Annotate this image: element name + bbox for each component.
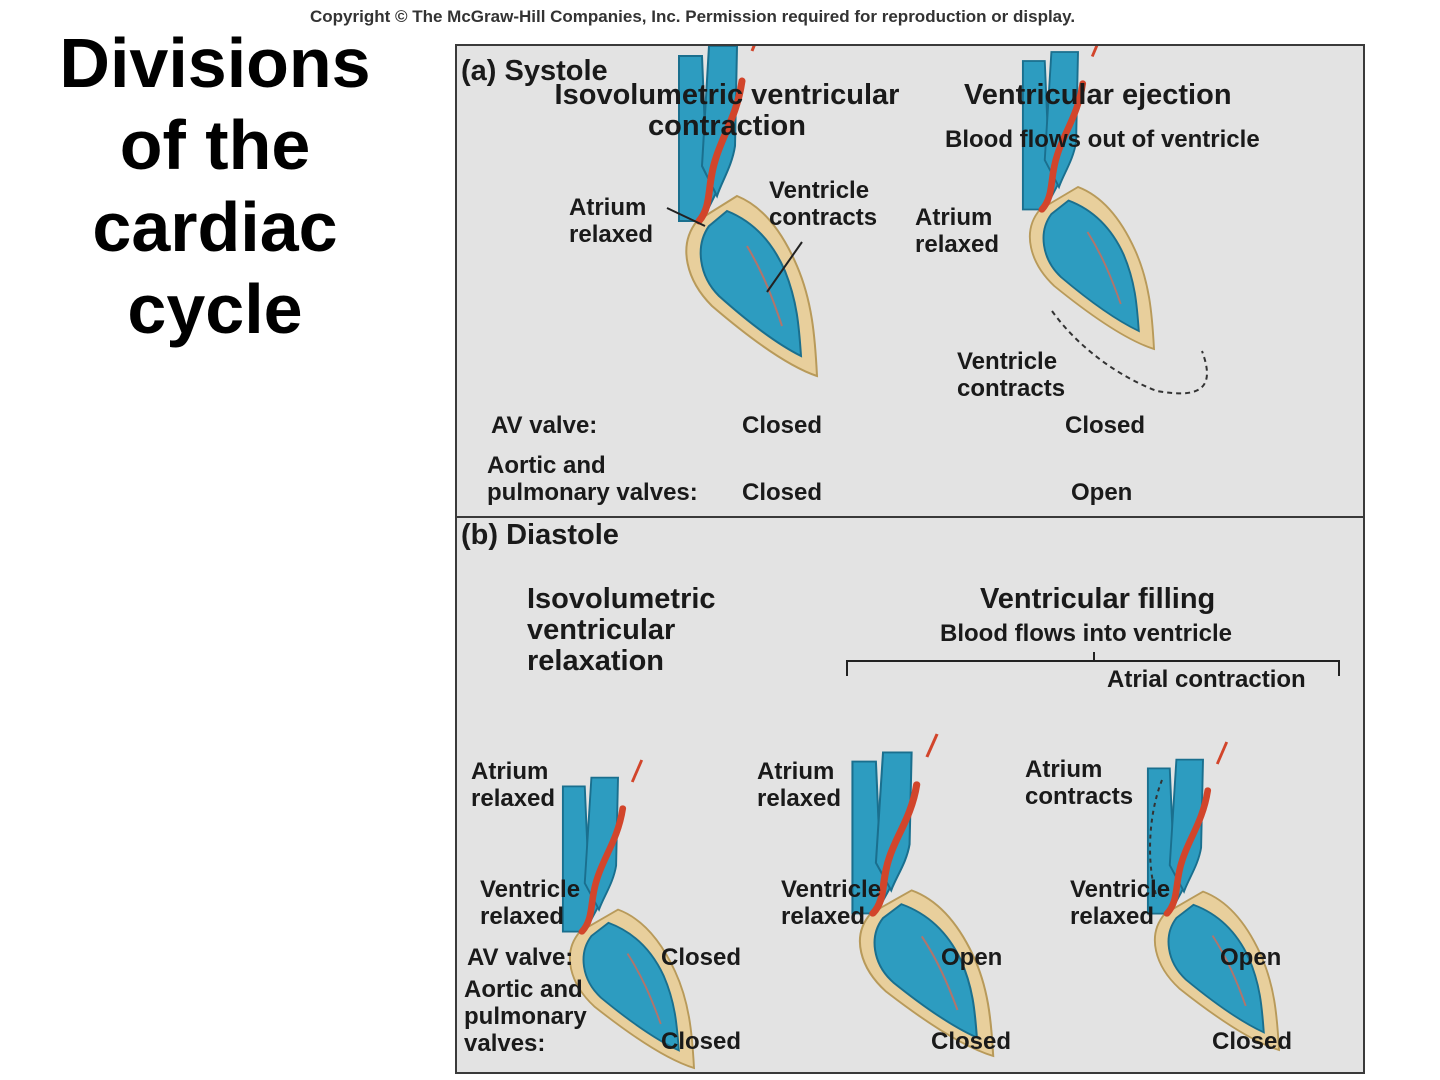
systole-semilunar-label: Aortic and pulmonary valves: (487, 452, 698, 506)
title-line: Isovolumetric ventricular (554, 79, 900, 111)
dashed-ventricle-outline (1051, 310, 1208, 395)
label-line: Ventricle (957, 348, 1058, 375)
label-line: Ventricle (1070, 876, 1171, 903)
systole-semilunar-value: Closed (742, 479, 823, 506)
label-line: Atrium (1025, 756, 1103, 783)
slide-title-line: of the (119, 106, 311, 184)
systole-phase1-title: Isovolumetric ventricular contraction (527, 80, 927, 142)
diastole-av-value: Open (1220, 944, 1282, 971)
diastole-heart3-atrium-label: Atrium contracts (1025, 756, 1133, 810)
systole-phase2-ventricle-label: Ventricle contracts (957, 348, 1065, 402)
label-line: Atrium (757, 758, 835, 785)
systole-phase1-atrium-label: Atrium relaxed (569, 194, 653, 248)
diastole-heart1-atrium-label: Atrium relaxed (471, 758, 555, 812)
label-line: Atrium (569, 194, 647, 221)
label-line: Aortic and (464, 976, 583, 1003)
label-line: contracts (957, 375, 1066, 402)
label-line: Atrium (471, 758, 549, 785)
title-line: Isovolumetric (527, 583, 716, 615)
diastole-phase1-title: Isovolumetric ventricular relaxation (527, 584, 716, 677)
label-line: relaxed (471, 785, 556, 812)
slide-title: Divisions of the cardiac cycle (20, 22, 410, 350)
label-line: Ventricle (769, 177, 870, 204)
diastole-phase2-title: Ventricular filling (980, 583, 1216, 615)
label-line: valves: (464, 1030, 546, 1057)
diastole-phase2-subtitle: Blood flows into ventricle (940, 620, 1233, 647)
slide-title-line: cycle (127, 270, 303, 348)
systole-semilunar-value: Open (1071, 479, 1133, 506)
systole-panel-title: (a) Systole (461, 55, 608, 87)
pointer-ventricle (766, 241, 803, 293)
label-line: relaxed (781, 903, 866, 930)
label-line: relaxed (915, 231, 1000, 258)
diastole-heart3-ventricle-label: Ventricle relaxed (1070, 876, 1170, 930)
label-line: Ventricle (781, 876, 882, 903)
diastole-av-value: Open (941, 944, 1003, 971)
label-line: relaxed (569, 221, 654, 248)
atrial-contraction-label: Atrial contraction (1107, 666, 1306, 693)
label-line: Aortic and (487, 452, 606, 479)
label-line: pulmonary valves: (487, 479, 698, 506)
diastole-semilunar-value: Closed (1212, 1028, 1293, 1055)
diastole-heart1-ventricle-label: Ventricle relaxed (480, 876, 580, 930)
slide-title-line: Divisions (59, 24, 371, 102)
diastole-panel-title: (b) Diastole (461, 519, 619, 551)
systole-phase2-title: Ventricular ejection (964, 79, 1232, 111)
systole-av-valve-label: AV valve: (491, 412, 598, 439)
label-line: contracts (1025, 783, 1134, 810)
slide-title-line: cardiac (92, 188, 338, 266)
label-line: pulmonary (464, 1003, 587, 1030)
label-line: Atrium (915, 204, 993, 231)
label-line: relaxed (757, 785, 842, 812)
systole-phase2-subtitle: Blood flows out of ventricle (945, 126, 1260, 153)
label-line: relaxed (1070, 903, 1155, 930)
cardiac-cycle-figure: (a) Systole Isovolumetric ventricular co… (455, 44, 1365, 1074)
pointer-atrium (666, 207, 706, 227)
systole-av-value: Closed (1065, 412, 1146, 439)
diastole-heart2-ventricle-label: Ventricle relaxed (781, 876, 881, 930)
label-line: contracts (769, 204, 878, 231)
title-line: relaxation (527, 645, 664, 677)
copyright-notice: Copyright © The McGraw-Hill Companies, I… (310, 7, 1076, 26)
title-line: ventricular (527, 614, 676, 646)
label-line: relaxed (480, 903, 565, 930)
diastole-av-value: Closed (661, 944, 742, 971)
diastole-illustrations (457, 652, 1340, 1072)
diastole-panel: (b) Diastole Isovolumetric ventricular r… (455, 516, 1365, 1074)
systole-av-value: Closed (742, 412, 823, 439)
systole-phase1-ventricle-label: Ventricle contracts (769, 177, 877, 231)
diastole-semilunar-value: Closed (661, 1028, 742, 1055)
diastole-semilunar-value: Closed (931, 1028, 1012, 1055)
diastole-av-valve-label: AV valve: (467, 944, 574, 971)
diastole-heart2-atrium-label: Atrium relaxed (757, 758, 841, 812)
systole-panel: (a) Systole Isovolumetric ventricular co… (455, 44, 1365, 518)
diastole-semilunar-label: Aortic and pulmonary valves: (464, 976, 587, 1057)
title-line: contraction (648, 110, 806, 142)
systole-illustrations (666, 46, 1208, 395)
systole-phase2-atrium-label: Atrium relaxed (915, 204, 999, 258)
label-line: Ventricle (480, 876, 581, 903)
